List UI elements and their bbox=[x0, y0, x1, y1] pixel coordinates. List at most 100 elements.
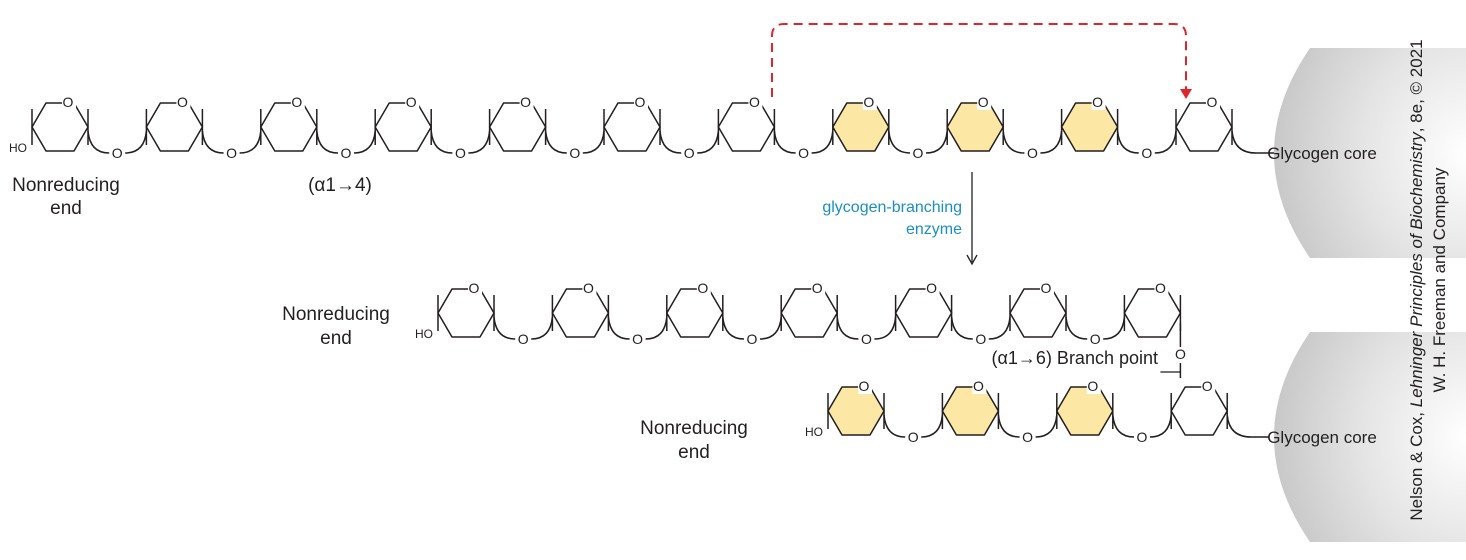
glycosidic-bond-branch-6: O bbox=[1065, 316, 1126, 347]
ring-oxygen-gap bbox=[1201, 378, 1216, 394]
ring-oxygen-label: O bbox=[1202, 378, 1213, 394]
glucose-residue-branch-2: O bbox=[551, 280, 610, 338]
glycosidic-bond-top-6: O bbox=[659, 130, 720, 161]
ring-oxygen-gap bbox=[176, 94, 191, 110]
glucose-ring bbox=[488, 102, 547, 152]
reaction-arrow-head bbox=[966, 254, 978, 266]
ring-oxygen-label: O bbox=[812, 280, 823, 296]
bond-line bbox=[87, 130, 110, 154]
glycosidic-oxygen-label: O bbox=[569, 145, 580, 161]
ring-oxygen-gap bbox=[696, 280, 711, 296]
glycosidic-oxygen-label: O bbox=[341, 145, 352, 161]
bond-line bbox=[773, 130, 796, 154]
bond-line bbox=[1116, 130, 1139, 154]
bond-line bbox=[759, 316, 782, 340]
alpha-1-6-branch-point-label: (α1→6) Branch point bbox=[992, 348, 1158, 368]
bond-line bbox=[722, 316, 745, 340]
glycosidic-bond-top-4: O bbox=[430, 130, 491, 161]
ring-oxygen-gap bbox=[405, 94, 420, 110]
enzyme-label-2: enzyme bbox=[906, 221, 962, 238]
glucose-residue-branch-7: O bbox=[1123, 280, 1182, 338]
ring-oxygen-label: O bbox=[63, 94, 74, 110]
bond-line bbox=[544, 130, 567, 154]
glycosidic-oxygen-label: O bbox=[861, 331, 872, 347]
ring-oxygen-label: O bbox=[973, 378, 984, 394]
ring-oxygen-gap bbox=[468, 280, 482, 296]
bond-line bbox=[531, 316, 554, 340]
glycosidic-oxygen-label: O bbox=[1090, 331, 1101, 347]
glycosidic-bond-branch-1: O bbox=[493, 316, 554, 347]
ring-oxygen-label: O bbox=[1155, 280, 1166, 296]
glucose-ring bbox=[717, 102, 776, 152]
glycosidic-bond-branch-4: O bbox=[836, 316, 897, 347]
glycosidic-oxygen-label: O bbox=[518, 331, 529, 347]
transfer-arrow bbox=[771, 23, 1187, 97]
glycosidic-oxygen-label: O bbox=[632, 331, 643, 347]
glycosidic-bond-top-1: O bbox=[87, 130, 148, 161]
bond-line bbox=[1103, 316, 1126, 340]
transfer-arrow-head bbox=[1180, 89, 1192, 99]
transferred-ring bbox=[832, 102, 890, 152]
hydroxyl-label-branch: HO bbox=[415, 327, 433, 341]
ring-oxygen-label: O bbox=[1087, 378, 1098, 394]
ring-oxygen-gap bbox=[972, 378, 987, 394]
core-bond-bottom bbox=[1226, 414, 1270, 438]
ring-oxygen-label: O bbox=[749, 94, 760, 110]
transferred-ring bbox=[941, 386, 1000, 436]
ring-oxygen-label: O bbox=[859, 378, 870, 394]
bond-line bbox=[950, 316, 973, 340]
ring-oxygen-gap bbox=[1040, 280, 1054, 296]
alpha-1-4-label: (α1→4) bbox=[308, 175, 372, 196]
ring-oxygen-gap bbox=[1086, 378, 1101, 394]
ring-oxygen-label: O bbox=[520, 94, 531, 110]
glycosidic-oxygen-label: O bbox=[975, 331, 986, 347]
nonreducing-end-label-top-1: Nonreducing bbox=[12, 175, 120, 196]
glucose-residue-top-9: O bbox=[946, 94, 1004, 152]
bond-line bbox=[1112, 414, 1135, 438]
bond-line bbox=[1040, 130, 1063, 154]
glucose-ring bbox=[145, 102, 204, 152]
bond-line bbox=[1065, 316, 1088, 340]
nonreducing-end-label-top-2: end bbox=[50, 198, 82, 219]
glycosidic-oxygen-label: O bbox=[112, 145, 123, 161]
ring-oxygen-label: O bbox=[697, 280, 708, 296]
ring-oxygen-gap bbox=[977, 94, 992, 110]
glycosidic-bond-bottom-3: O bbox=[1112, 414, 1172, 445]
ring-oxygen-label: O bbox=[863, 94, 874, 110]
bond-line bbox=[988, 316, 1011, 340]
bond-line bbox=[353, 130, 376, 154]
ring-oxygen-gap bbox=[811, 280, 826, 296]
glycogen-core-label-top: Glycogen core bbox=[1267, 144, 1377, 163]
glycosidic-oxygen-label: O bbox=[798, 145, 809, 161]
glucose-residue-bottom-3: O bbox=[1056, 378, 1114, 436]
glucose-residue-branch-5: O bbox=[894, 280, 953, 338]
ring-oxygen-gap bbox=[634, 94, 648, 110]
ring-oxygen-gap bbox=[862, 94, 877, 110]
ring-oxygen-gap bbox=[858, 378, 872, 394]
core-bond-top bbox=[1231, 130, 1274, 154]
glycosidic-bond-top-2: O bbox=[201, 130, 262, 161]
glycosidic-oxygen-label: O bbox=[747, 331, 758, 347]
glucose-residue-bottom-4: O bbox=[1170, 378, 1228, 436]
transferred-ring bbox=[827, 386, 885, 436]
ring-oxygen-gap bbox=[1091, 94, 1106, 110]
glycogen-core-top bbox=[1274, 48, 1466, 258]
ring-oxygen-gap bbox=[62, 94, 76, 110]
glycosidic-oxygen-label: O bbox=[1027, 145, 1038, 161]
bond-line bbox=[1035, 414, 1058, 438]
glycosidic-bond-top-7: O bbox=[773, 130, 834, 161]
glucose-ring bbox=[1175, 102, 1233, 152]
enzyme-label-1: glycogen-branching bbox=[822, 199, 962, 216]
glucose-residue-top-6: O bbox=[603, 94, 661, 152]
ring-oxygen-label: O bbox=[926, 280, 937, 296]
ring-oxygen-gap bbox=[925, 280, 940, 296]
glycosidic-bond-top-3: O bbox=[316, 130, 376, 161]
bond-line bbox=[645, 316, 668, 340]
glycosidic-bond-bottom-2: O bbox=[997, 414, 1058, 445]
glycosidic-oxygen-label: O bbox=[913, 145, 924, 161]
ring-oxygen-gap bbox=[519, 94, 534, 110]
glucose-residue-branch-1: O bbox=[437, 280, 495, 338]
bond-line bbox=[925, 130, 948, 154]
bond-line bbox=[468, 130, 491, 154]
glucose-residue-top-3: O bbox=[260, 94, 318, 152]
